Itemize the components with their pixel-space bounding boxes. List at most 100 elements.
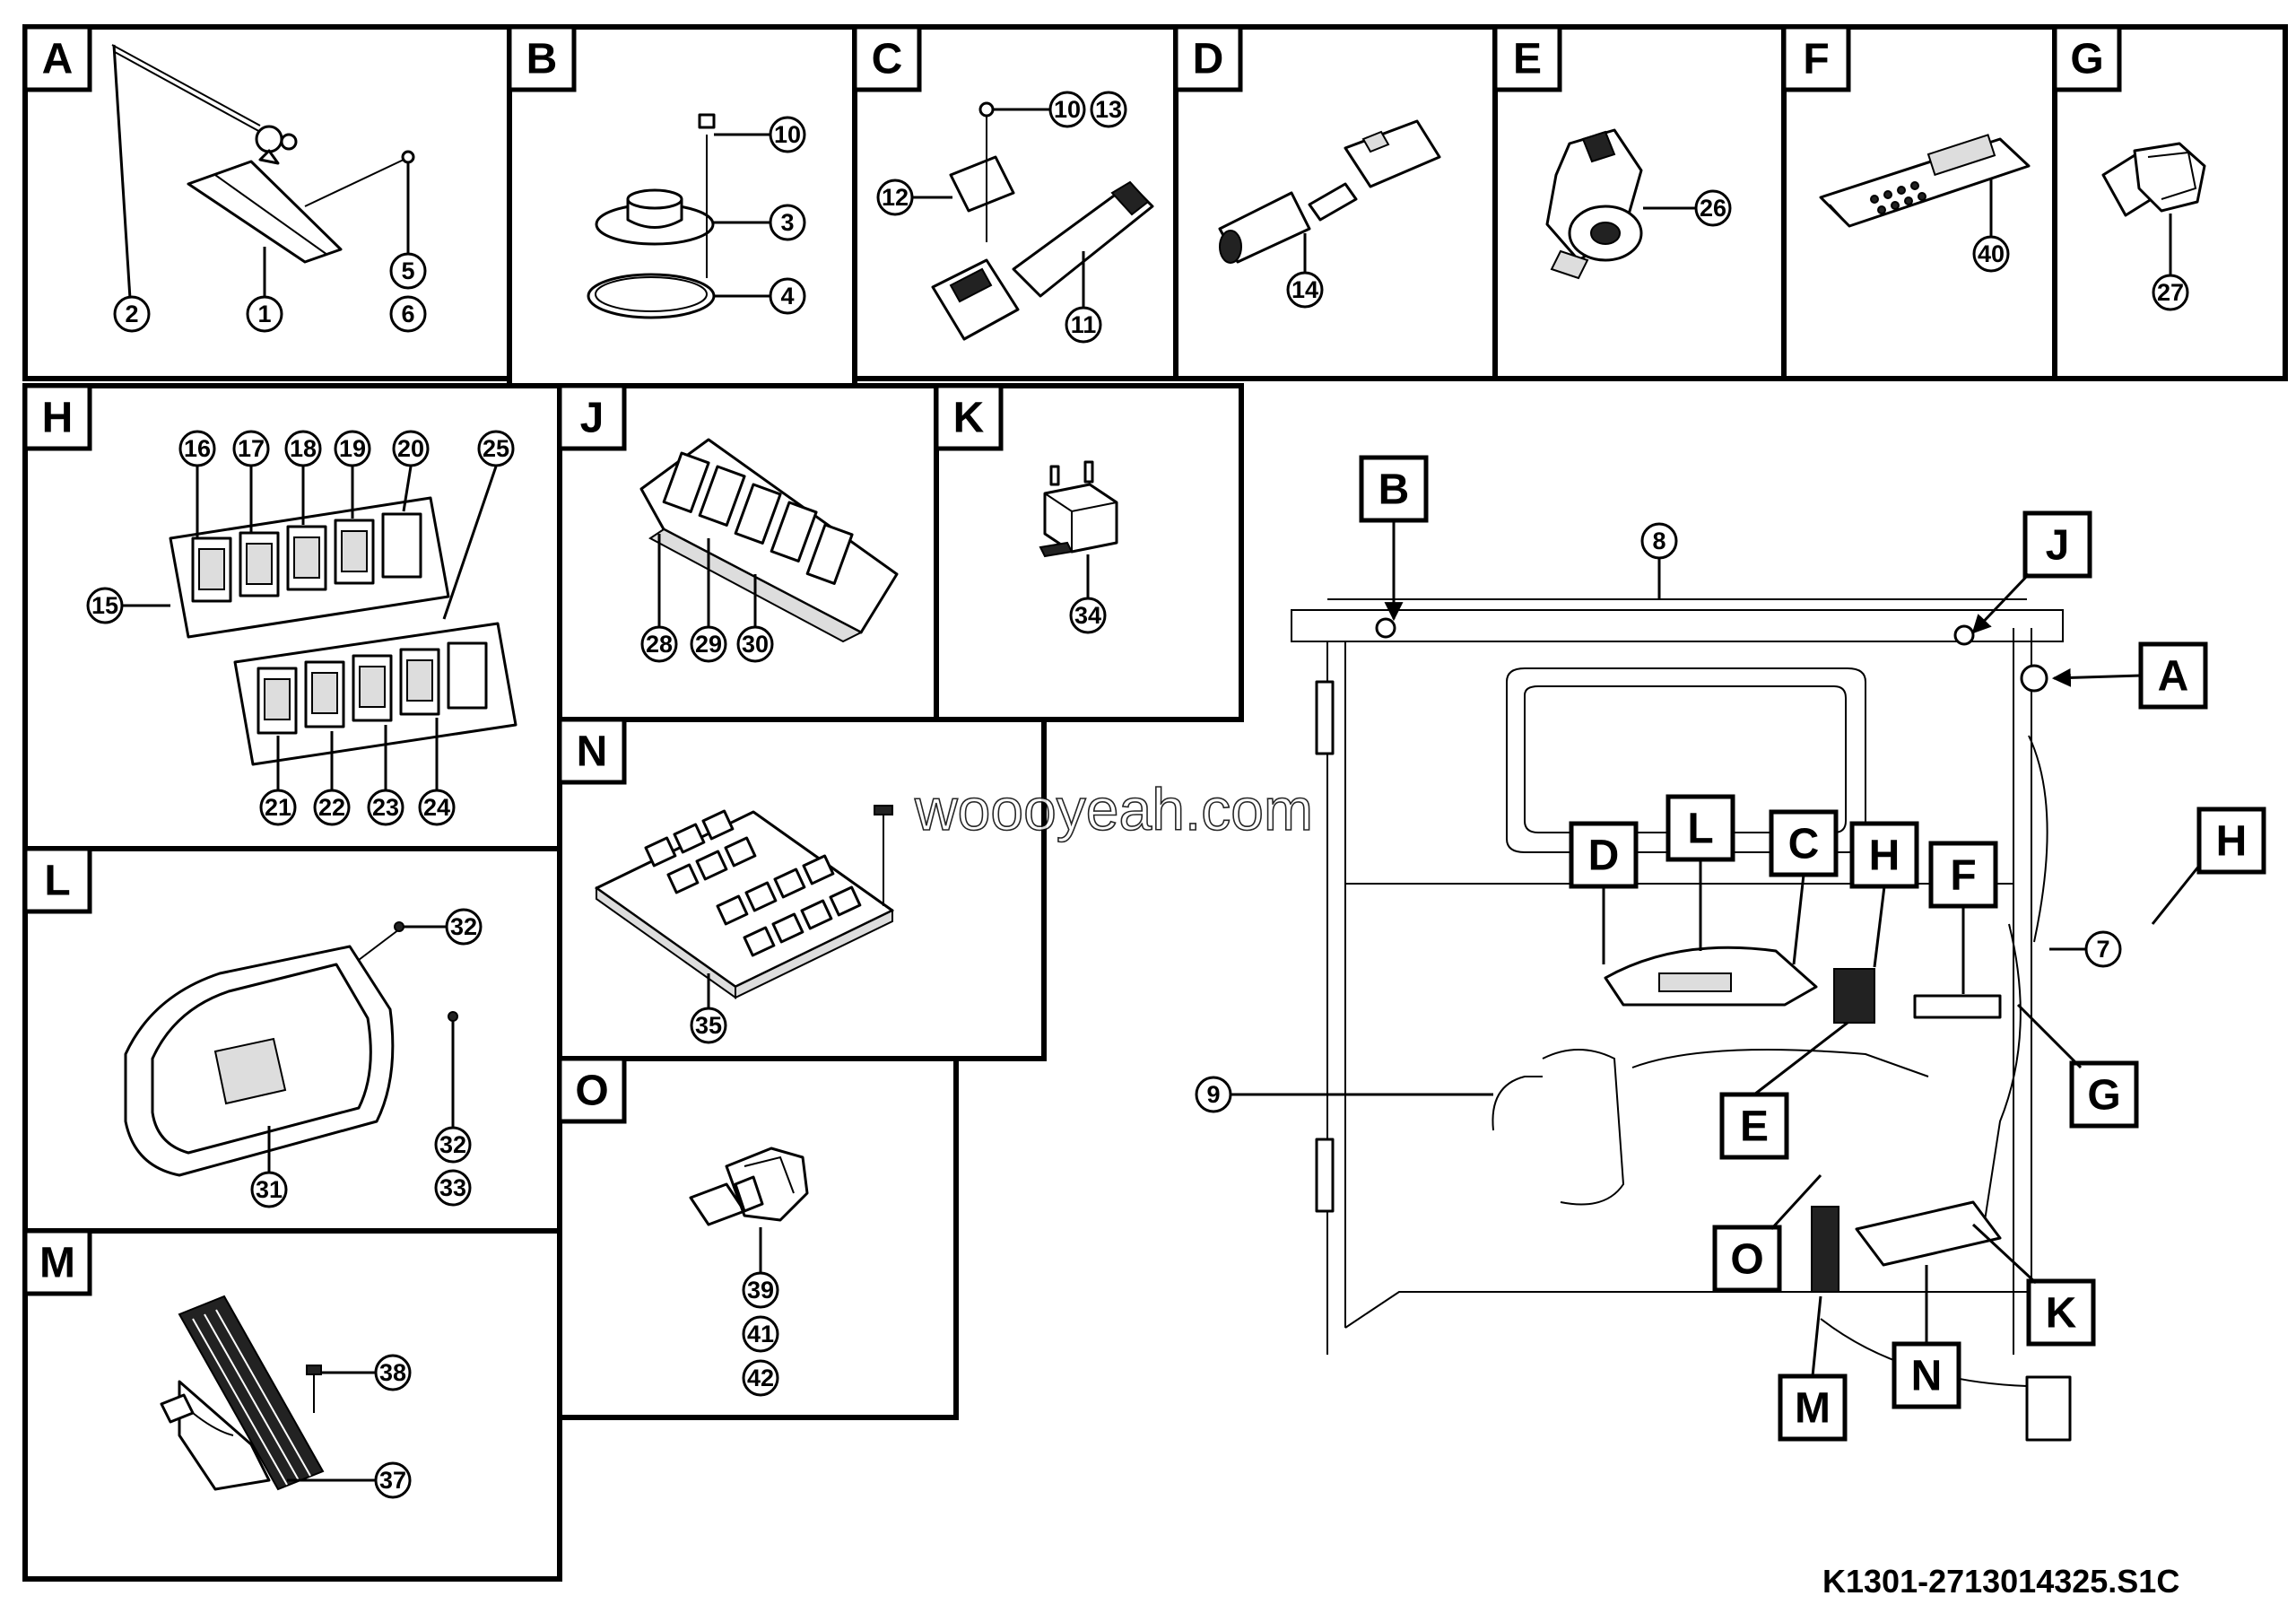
svg-text:5: 5: [401, 257, 414, 284]
svg-text:10: 10: [1054, 96, 1081, 123]
overview-callout-9: 9: [1195, 1076, 1232, 1113]
callout-5: 5: [389, 252, 427, 290]
svg-text:30: 30: [742, 631, 769, 658]
svg-text:24: 24: [423, 794, 450, 821]
svg-text:32: 32: [439, 1131, 466, 1158]
panel-o-label: O: [575, 1068, 608, 1115]
instrument-cluster-drawing: [124, 929, 400, 1177]
wiper-switch-drawing: [931, 101, 1154, 341]
panel-k-frame: [934, 383, 1244, 722]
svg-text:26: 26: [1700, 195, 1726, 222]
svg-text:1: 1: [257, 301, 271, 327]
svg-text:39: 39: [747, 1277, 774, 1304]
svg-text:37: 37: [379, 1467, 406, 1494]
panel-g: G 27: [2052, 24, 2288, 381]
panel-f: F 40: [1781, 24, 2057, 381]
panel-e: E 26: [1492, 24, 1787, 381]
fuse-box-drawing: [595, 805, 894, 999]
svg-text:27: 27: [2157, 279, 2184, 306]
watermark-text: woooyeah.com: [914, 776, 1313, 842]
panel-g-tag: [2052, 24, 2122, 92]
switch-panel-lower-drawing: [233, 622, 517, 766]
gear-lever-drawing: [111, 44, 415, 264]
svg-text:N: N: [1911, 1353, 1943, 1400]
svg-text:C: C: [1788, 821, 1820, 868]
panel-k-label: K: [953, 395, 985, 442]
panel-m-tag: [22, 1228, 92, 1296]
svg-text:13: 13: [1095, 96, 1122, 123]
panel-j: J 28 29 30: [557, 383, 939, 722]
panel-l: L 32 31 32 33: [22, 846, 562, 1234]
overview-tag-f: F: [1928, 841, 1998, 994]
panel-c-tag: [852, 24, 922, 92]
panel-b-label: B: [526, 36, 558, 83]
overview-tag-e: E: [1719, 1021, 1848, 1160]
callout-20: 20: [392, 430, 430, 467]
leader-2: [112, 44, 132, 300]
panel-a-tag: [22, 24, 92, 92]
callout-38: 38: [374, 1354, 412, 1391]
panel-d: D 14: [1173, 24, 1498, 381]
callout-2: 2: [113, 295, 151, 333]
svg-text:M: M: [1795, 1385, 1831, 1433]
svg-text:F: F: [1950, 852, 1976, 900]
panel-n-tag: [557, 717, 627, 785]
callout-12: 12: [876, 179, 914, 216]
overview-tag-g: G: [2016, 1003, 2139, 1129]
svg-text:4: 4: [780, 283, 794, 310]
overview-tag-m: M: [1778, 1295, 1848, 1442]
panel-a-label: A: [42, 36, 74, 83]
svg-text:38: 38: [379, 1359, 406, 1386]
panel-o: O 39 41 42: [557, 1056, 959, 1420]
svg-text:42: 42: [747, 1365, 774, 1391]
svg-text:41: 41: [747, 1321, 774, 1347]
panel-f-label: F: [1803, 36, 1829, 83]
switch-module-drawing: [639, 438, 899, 643]
cab-overview: B J A H D L: [1195, 455, 2266, 1442]
panel-d-tag: [1173, 24, 1243, 92]
svg-text:3: 3: [780, 209, 794, 236]
callout-21: 21: [259, 789, 297, 826]
overview-tag-h-right: H: [2151, 807, 2266, 925]
svg-text:33: 33: [439, 1174, 466, 1201]
panel-m-frame: [22, 1228, 562, 1582]
svg-text:22: 22: [318, 794, 345, 821]
panel-n: N 35: [557, 717, 1047, 1061]
svg-text:29: 29: [695, 631, 722, 658]
svg-text:D: D: [1588, 833, 1620, 880]
panel-j-tag: [557, 383, 627, 451]
overview-tag-d: D: [1569, 821, 1639, 964]
svg-text:6: 6: [401, 301, 414, 327]
panel-h: H 16 17 18 19 20: [22, 383, 562, 851]
callout-3: 3: [769, 204, 806, 241]
svg-text:9: 9: [1206, 1081, 1220, 1108]
panel-k-tag: [934, 383, 1004, 451]
callout-30: 30: [736, 625, 774, 663]
climate-control-drawing: [1819, 134, 2031, 228]
overview-tag-n: N: [1892, 1265, 1961, 1409]
panel-m-label: M: [39, 1240, 75, 1287]
panel-c-label: C: [872, 36, 903, 83]
leader-25: [442, 466, 498, 620]
callout-27: 27: [2152, 274, 2189, 311]
callout-24: 24: [418, 789, 456, 826]
panel-m: M 38 37: [22, 1228, 562, 1582]
svg-text:11: 11: [1071, 311, 1097, 338]
svg-text:16: 16: [184, 435, 211, 462]
svg-text:17: 17: [238, 435, 265, 462]
sensor-drawing: [689, 1147, 809, 1226]
svg-text:32: 32: [450, 913, 477, 940]
panel-c: C 10 13 12 11: [852, 24, 1178, 381]
rotary-knob-drawing: [2101, 142, 2206, 217]
panel-l-tag: [22, 846, 92, 914]
overview-tag-j: J: [1971, 510, 2092, 634]
overview-tag-k: K: [1971, 1223, 2096, 1347]
callout-35: 35: [690, 1007, 727, 1044]
callout-11: 11: [1065, 306, 1102, 344]
panel-b: B 10 3 4: [507, 24, 857, 388]
callout-22: 22: [313, 789, 351, 826]
accelerator-pedal-drawing: [160, 1295, 325, 1491]
callout-4: 4: [769, 277, 806, 315]
leader-20: [402, 466, 413, 512]
svg-text:J: J: [2046, 522, 2070, 570]
